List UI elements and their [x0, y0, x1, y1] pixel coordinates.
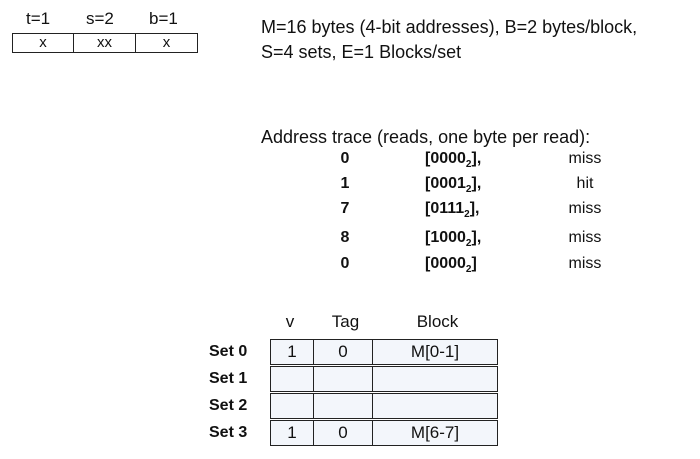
trace-row: 8 [10002], miss — [0, 229, 700, 255]
set-label: Set 3 — [209, 424, 248, 441]
trace-result: miss — [568, 229, 602, 246]
trace-result: miss — [568, 200, 602, 217]
trace-binary-address: [00012], — [425, 175, 482, 196]
cache-config-line-2: S=4 sets, E=1 Blocks/set — [261, 42, 462, 62]
trace-row: 7 [01112], miss — [0, 200, 700, 226]
s-field-label: s=2 — [86, 9, 114, 28]
block-cell — [372, 366, 498, 392]
block-column-header: Block — [416, 312, 459, 331]
set-label: Set 2 — [209, 397, 248, 414]
set-label: Set 1 — [209, 370, 248, 387]
trace-binary-address: [00002], — [425, 150, 482, 171]
t-field-label: t=1 — [26, 9, 51, 28]
trace-binary-address: [00002] — [425, 255, 477, 276]
tag-cell — [313, 366, 373, 392]
valid-bit-cell — [270, 366, 314, 392]
tag-cell: 0 — [313, 420, 373, 446]
valid-bit-cell: 1 — [270, 420, 314, 446]
trace-decimal-address: 1 — [340, 175, 350, 192]
trace-result: hit — [576, 175, 594, 192]
trace-title: Address trace (reads, one byte per read)… — [261, 127, 591, 147]
trace-decimal-address: 0 — [340, 150, 350, 167]
trace-result: miss — [568, 255, 602, 272]
trace-binary-address: [10002], — [425, 229, 482, 250]
t-field-box: x — [12, 33, 74, 53]
s-field-box: xx — [73, 33, 136, 53]
trace-row: 1 [00012], hit — [0, 175, 700, 201]
trace-row: 0 [00002] miss — [0, 255, 700, 281]
trace-result: miss — [568, 150, 602, 167]
tag-cell — [313, 393, 373, 419]
tag-cell: 0 — [313, 339, 373, 365]
trace-decimal-address: 8 — [340, 229, 350, 246]
valid-column-header: v — [285, 312, 295, 331]
trace-decimal-address: 0 — [340, 255, 350, 272]
valid-bit-cell — [270, 393, 314, 419]
b-field-label: b=1 — [149, 9, 178, 28]
tag-column-header: Tag — [331, 312, 360, 331]
block-cell: M[6-7] — [372, 420, 498, 446]
trace-binary-address: [01112], — [425, 200, 480, 221]
trace-decimal-address: 7 — [340, 200, 350, 217]
trace-row: 0 [00002], miss — [0, 150, 700, 176]
valid-bit-cell: 1 — [270, 339, 314, 365]
b-field-box: x — [135, 33, 198, 53]
set-label: Set 0 — [209, 343, 248, 360]
cache-config-line-1: M=16 bytes (4-bit addresses), B=2 bytes/… — [261, 17, 638, 37]
block-cell — [372, 393, 498, 419]
block-cell: M[0-1] — [372, 339, 498, 365]
